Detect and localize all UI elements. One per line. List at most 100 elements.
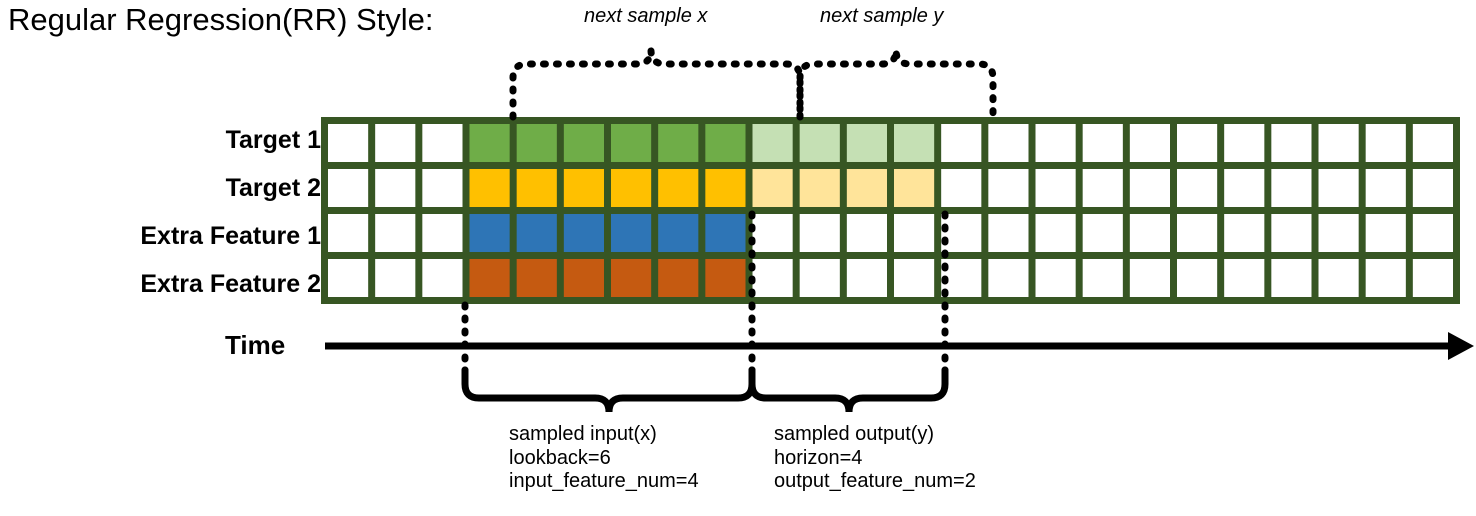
grid-cell — [941, 124, 982, 162]
grid-cell — [846, 124, 887, 162]
grid-cell — [328, 259, 369, 297]
row-label-target-1: Target 1 — [225, 126, 321, 154]
grid-cell — [1035, 214, 1076, 252]
grid-cell — [1177, 124, 1218, 162]
grid-cell — [1412, 214, 1453, 252]
sampled-output-line-1: sampled output(y) — [774, 423, 935, 445]
grid-cell — [705, 214, 746, 252]
next-sample-y-brace — [796, 49, 997, 121]
grid-cell — [469, 169, 510, 207]
grid-cell — [328, 214, 369, 252]
grid-cell — [1224, 259, 1265, 297]
grid-cell — [469, 214, 510, 252]
grid-cell — [799, 259, 840, 297]
grid-cell — [658, 169, 699, 207]
sampled-output-line-3: output_feature_num=2 — [774, 470, 976, 493]
grid-cell — [375, 214, 416, 252]
grid-cell — [328, 169, 369, 207]
grid-cell — [1082, 124, 1123, 162]
grid-cell — [1035, 259, 1076, 297]
grid-cell — [516, 124, 557, 162]
page-title: Regular Regression(RR) Style: — [8, 2, 434, 37]
grid-cell — [1035, 124, 1076, 162]
grid-cell — [752, 169, 793, 207]
grid-cell — [894, 169, 935, 207]
grid-cell — [752, 214, 793, 252]
grid-cell — [1318, 259, 1359, 297]
grid-cell — [422, 124, 463, 162]
annotation-graphics — [325, 49, 1474, 413]
grid-cell — [1365, 169, 1406, 207]
grid-cell — [1224, 124, 1265, 162]
grid-cell — [422, 214, 463, 252]
grid-cell — [422, 169, 463, 207]
grid-cell — [846, 259, 887, 297]
sampled-input-line-2: lookback=6 — [509, 446, 611, 469]
grid-cell — [611, 169, 652, 207]
grid-cell — [988, 124, 1029, 162]
grid-cell — [469, 124, 510, 162]
grid-cell — [563, 214, 604, 252]
grid-cell — [1365, 124, 1406, 162]
grid-cell — [846, 169, 887, 207]
sampled-input-line-3: input_feature_num=4 — [509, 470, 699, 493]
grid-cell — [658, 259, 699, 297]
grid-cell — [1412, 169, 1453, 207]
grid-cell — [1082, 259, 1123, 297]
grid-cell — [563, 169, 604, 207]
grid-cell — [516, 169, 557, 207]
grid-cell — [658, 124, 699, 162]
grid-cell — [611, 259, 652, 297]
grid-cell — [611, 124, 652, 162]
grid-cell — [1177, 169, 1218, 207]
grid-border — [321, 117, 1460, 304]
grid-cell — [1224, 169, 1265, 207]
grid-cell — [375, 169, 416, 207]
next-sample-x-label: next sample x — [584, 5, 708, 27]
grid-cell — [1177, 259, 1218, 297]
grid-cell — [1318, 124, 1359, 162]
grid-cell — [1412, 259, 1453, 297]
grid-cell — [1129, 124, 1170, 162]
sampled-input-brace — [461, 366, 756, 413]
grid-cell — [941, 214, 982, 252]
grid-cell — [1318, 214, 1359, 252]
grid-cell — [1271, 169, 1312, 207]
time-axis-label: Time — [225, 330, 286, 360]
row-label-target-2: Target 2 — [225, 174, 321, 202]
grid-cell — [1035, 169, 1076, 207]
grid-cell — [375, 259, 416, 297]
grid-cell — [705, 124, 746, 162]
grid-cell — [516, 214, 557, 252]
grid-cell — [563, 124, 604, 162]
grid-cell — [988, 169, 1029, 207]
grid-cell — [1082, 214, 1123, 252]
grid-cell — [705, 259, 746, 297]
grid-cell — [422, 259, 463, 297]
grid-cell — [1224, 214, 1265, 252]
grid-cell — [799, 214, 840, 252]
grid-cell — [1129, 169, 1170, 207]
grid-cell — [894, 259, 935, 297]
grid-cell — [328, 124, 369, 162]
grid-cell — [705, 169, 746, 207]
grid-cell — [1177, 214, 1218, 252]
grid-cell — [1271, 259, 1312, 297]
next-sample-y-label: next sample y — [820, 5, 944, 27]
row-label-extra-feature-2: Extra Feature 2 — [140, 270, 321, 298]
grid-cell — [1271, 214, 1312, 252]
grid-cell — [1365, 259, 1406, 297]
grid-cell — [1129, 259, 1170, 297]
grid-cell — [1129, 214, 1170, 252]
timeline-grid — [321, 117, 1460, 304]
grid-cell — [894, 124, 935, 162]
sampled-input-line-1: sampled input(x) — [509, 423, 657, 445]
grid-cell — [1271, 124, 1312, 162]
grid-cell — [469, 259, 510, 297]
sampled-output-line-2: horizon=4 — [774, 446, 863, 469]
grid-cell — [752, 124, 793, 162]
grid-cell — [375, 124, 416, 162]
